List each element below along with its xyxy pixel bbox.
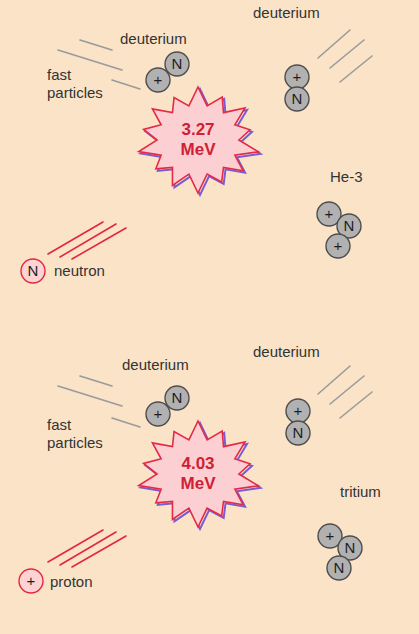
free-particle-circle: N [20,258,46,284]
label-holder: neutron [54,262,105,280]
energy-burst: 4.03 MeV [133,418,263,530]
particle-disc [146,68,170,92]
burst-shape [139,421,259,527]
label-holder: proton [50,573,93,591]
particle-symbol: N [292,90,303,107]
particle-disc [327,556,351,580]
motion-line [60,532,116,565]
particle-symbol: + [27,572,36,589]
motion-line [48,222,103,254]
particle-symbol: + [325,205,334,222]
motion-line [80,376,112,386]
label-holder: fast particles [47,416,113,452]
label-holder: fast particles [47,66,113,102]
motion-line [340,392,372,418]
particle-symbol: + [326,527,335,544]
energy-value: 4.03 MeV [173,454,223,493]
particle-disc [286,421,310,445]
particle-label: deuterium [122,356,189,374]
motion-line [330,40,364,68]
label-holder: He-3 [330,168,363,186]
burst-shape [139,87,259,193]
particle-symbol: + [154,405,163,422]
particle-circle: N [284,86,310,112]
label-holder: tritium [340,483,381,501]
particle-circle: N [285,420,311,446]
motion-line [80,40,112,50]
label-holder: deuterium [253,4,320,22]
particle-disc [285,65,309,89]
particle-label: deuterium [120,30,187,48]
motion-line [72,228,126,259]
particle-disc [21,259,45,283]
motion-line [318,30,350,58]
motion-line [48,530,103,562]
energy-burst: 3.27 MeV [133,84,263,196]
particle-symbol: N [334,559,345,576]
particle-disc [165,52,189,76]
particle-label: He-3 [330,168,363,186]
particle-symbol: + [334,237,343,254]
particle-circle: + [145,67,171,93]
particle-symbol: N [345,539,356,556]
particle-circle: + [285,398,311,424]
particle-disc [286,399,310,423]
motion-line [318,366,350,394]
particle-disc [165,386,189,410]
motion-line [112,80,140,89]
energy-value: 3.27 MeV [173,120,223,159]
free-particle-circle: + [18,568,44,594]
particle-label: fast particles [47,416,113,452]
particle-symbol: N [293,424,304,441]
particle-symbol: + [154,71,163,88]
label-holder: deuterium [120,30,187,48]
motion-line [330,376,364,404]
motion-line [72,536,126,567]
particle-disc [146,402,170,426]
particle-circle: + [145,401,171,427]
particle-label: neutron [54,262,105,280]
motion-line [58,386,122,406]
motion-line [340,56,372,82]
particle-disc [19,569,43,593]
particle-symbol: N [172,55,183,72]
particle-symbol: + [293,68,302,85]
particle-label: tritium [340,483,381,501]
label-holder: deuterium [122,356,189,374]
particle-label: fast particles [47,66,113,102]
motion-line [60,224,116,257]
particle-symbol: N [344,217,355,234]
particle-disc [326,234,350,258]
particle-symbol: + [294,402,303,419]
particle-symbol: N [28,262,39,279]
particle-disc [285,87,309,111]
particle-symbol: N [172,389,183,406]
motion-line [112,418,140,427]
particle-label: deuterium [253,343,320,361]
particle-label: deuterium [253,4,320,22]
particle-circle: N [326,555,352,581]
particle-circle: + [325,233,351,259]
particle-circle: + [284,64,310,90]
particle-label: proton [50,573,93,591]
label-holder: deuterium [253,343,320,361]
